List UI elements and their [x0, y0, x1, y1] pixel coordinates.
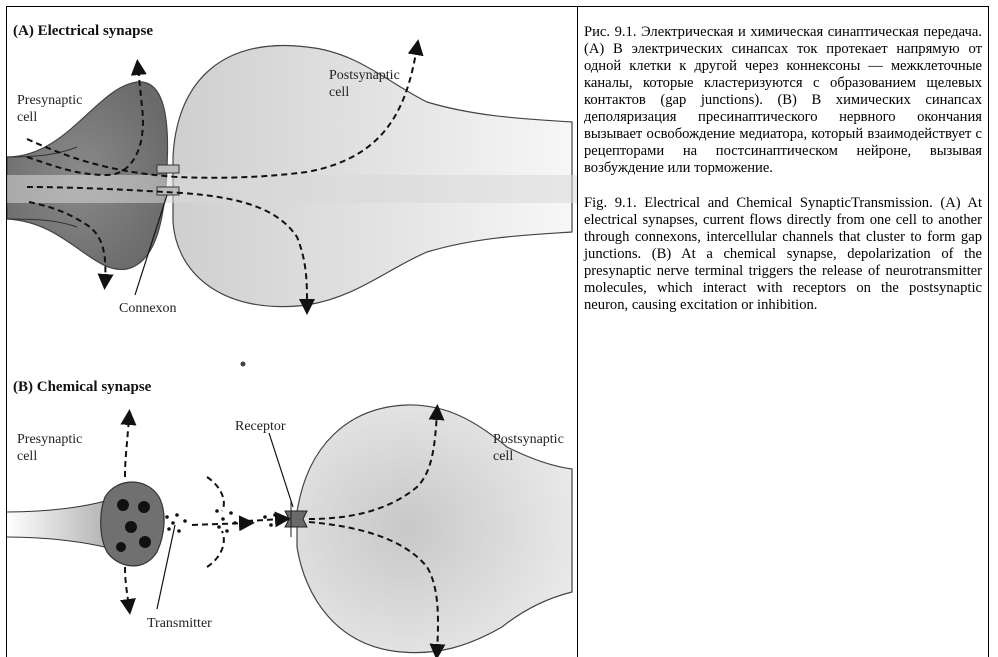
figure-caption: Рис. 9.1. Электрическая и химическая син… — [584, 24, 982, 314]
vesicle — [125, 521, 137, 533]
connexon-label: Connexon — [119, 301, 177, 316]
vesicle — [139, 536, 151, 548]
synapse-figure: (A) Electrical synapse — [7, 7, 577, 657]
presynaptic-label-b-line1: Presynaptic — [17, 432, 82, 447]
vesicle — [138, 501, 150, 513]
presynaptic-label-b-line2: cell — [17, 449, 37, 464]
panel-a-title: (A) Electrical synapse — [13, 23, 153, 39]
caption-english: Fig. 9.1. Electrical and Chemical Synapt… — [584, 195, 982, 314]
synapse-illustration: (A) Electrical synapse — [7, 7, 577, 657]
column-divider — [577, 6, 578, 657]
postsynaptic-label-a-line1: Postsynaptic — [329, 68, 400, 83]
panel-b-title: (B) Chemical synapse — [13, 379, 152, 395]
presynaptic-label-a-line2: cell — [17, 110, 37, 125]
caption-russian: Рис. 9.1. Электрическая и химическая син… — [584, 24, 982, 177]
postsynaptic-label-a-line2: cell — [329, 85, 349, 100]
presynaptic-label-a-line1: Presynaptic — [17, 93, 82, 108]
panel-a: (A) Electrical synapse — [7, 23, 577, 316]
postsynaptic-label-b-line2: cell — [493, 449, 513, 464]
transmitter-label: Transmitter — [147, 616, 212, 631]
vesicle — [116, 542, 126, 552]
vesicle — [117, 499, 129, 511]
receptor-label: Receptor — [235, 419, 286, 434]
postsynaptic-label-b-line1: Postsynaptic — [493, 432, 564, 447]
connexon-channel-top — [157, 165, 179, 173]
panel-b: (B) Chemical synapse — [7, 379, 572, 653]
